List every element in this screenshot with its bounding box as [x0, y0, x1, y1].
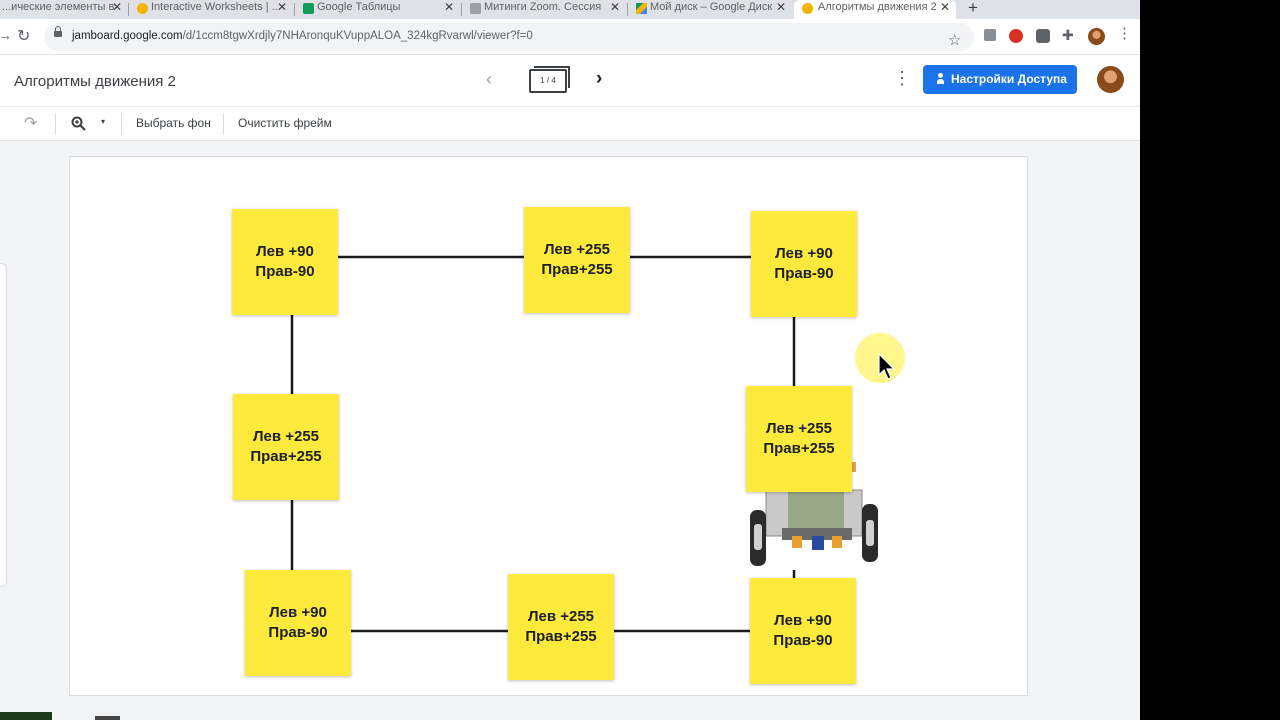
note-line: Лев +255 [543, 241, 611, 258]
puzzle-icon[interactable]: ✚ [1062, 27, 1074, 43]
redo-icon[interactable]: ↷ [24, 115, 38, 132]
close-icon[interactable]: ✕ [939, 0, 950, 14]
new-tab-icon[interactable]: + [968, 0, 978, 17]
jam-toolbar: ↷ ▾ Выбрать фон Очистить фрейм [0, 107, 1140, 141]
url-text: jamboard.google.com/d/1ccm8tgwXrdjly7NHA… [72, 30, 533, 42]
note-line: Прав+255 [250, 448, 322, 465]
sheets-icon [303, 3, 314, 14]
close-icon[interactable]: ✕ [609, 0, 620, 14]
note-line: Лев +90 [269, 604, 327, 621]
close-icon[interactable]: ✕ [775, 0, 786, 14]
jamboard-icon [802, 3, 813, 14]
taskbar-fragment [0, 712, 120, 720]
tab-strip: ...ические элементы в ✕ Interactive Work… [0, 0, 1140, 19]
note-line: Прав-90 [774, 265, 834, 282]
lock-icon [54, 26, 62, 37]
tab-label: Мой диск – Google Диск [650, 1, 773, 13]
clear-frame-button[interactable]: Очистить фрейм [238, 116, 332, 130]
sticky-note[interactable]: Лев +90 Прав-90 [751, 211, 857, 317]
share-button[interactable]: Настройки Доступа [923, 65, 1077, 94]
drive-icon [636, 3, 647, 14]
tab-active[interactable]: Алгоритмы движения 2 ✕ [794, 0, 956, 19]
forward-icon[interactable]: → [0, 27, 12, 43]
menu-icon[interactable]: ⋮ [1117, 25, 1132, 42]
note-line: Прав+255 [525, 628, 597, 645]
tab-label: Митинги Zoom. Сессия [484, 1, 602, 13]
tab-label: Interactive Worksheets | ... [151, 1, 281, 13]
note-line: Лев +255 [252, 428, 320, 445]
note-line: Лев +90 [256, 243, 314, 260]
close-icon[interactable]: ✕ [443, 0, 454, 14]
tab-5[interactable]: Мой диск – Google Диск ✕ [630, 0, 792, 19]
mouse-pointer-icon [878, 352, 896, 380]
zoom-icon[interactable] [71, 116, 87, 132]
note-line: Прав-90 [268, 624, 328, 641]
document-title[interactable]: Алгоритмы движения 2 [14, 73, 176, 90]
frame-bar-toggle[interactable]: 1 / 4 [529, 66, 570, 93]
sticky-note[interactable]: Лев +90 Прав-90 [245, 570, 351, 676]
screen-extension-icon[interactable] [1036, 29, 1050, 43]
address-bar[interactable]: jamboard.google.com/d/1ccm8tgwXrdjly7NHA… [44, 23, 974, 51]
sticky-note[interactable]: Лев +90 Прав-90 [750, 578, 856, 684]
tab-label: Google Таблицы [317, 1, 401, 13]
person-icon [937, 73, 944, 85]
chevron-left-icon[interactable]: ‹ [486, 69, 492, 89]
note-line: Лев +255 [527, 608, 595, 625]
jamboard-header: Алгоритмы движения 2 ‹ 1 / 4 › ⋮ Настрой… [0, 55, 1140, 107]
profile-avatar[interactable] [1088, 28, 1105, 45]
set-background-button[interactable]: Выбрать фон [136, 116, 211, 130]
tab-label: ...ические элементы в [2, 1, 115, 13]
sticky-note[interactable]: Лев +255 Прав+255 [524, 207, 630, 313]
block-extension-icon[interactable] [1009, 29, 1023, 43]
tab-2[interactable]: Interactive Worksheets | ... ✕ [131, 0, 293, 19]
tab-label: Алгоритмы движения 2 [818, 1, 937, 13]
reload-icon[interactable]: ↻ [17, 28, 31, 45]
note-line: Прав-90 [255, 263, 315, 280]
note-line: Прав+255 [541, 261, 613, 278]
share-label: Настройки Доступа [951, 72, 1067, 86]
lightbulb-icon [137, 3, 148, 14]
tab-3[interactable]: Google Таблицы ✕ [297, 0, 460, 19]
robot-car-image [750, 462, 878, 566]
user-avatar[interactable] [1097, 66, 1124, 93]
close-icon[interactable]: ✕ [111, 0, 122, 14]
note-line: Прав-90 [773, 632, 833, 649]
sticky-note[interactable]: Лев +255 Прав+255 [508, 574, 614, 680]
note-line: Лев +90 [775, 245, 833, 262]
more-options-icon[interactable]: ⋮ [893, 68, 911, 88]
chevron-right-icon[interactable]: › [596, 68, 603, 89]
note-line: Лев +90 [774, 612, 832, 629]
tab-4[interactable]: Митинги Zoom. Сессия ✕ [464, 0, 626, 19]
zoom-dropdown-icon[interactable]: ▾ [101, 117, 106, 126]
note-line: Лев +255 [765, 420, 833, 437]
note-line: Прав+255 [763, 440, 835, 457]
browser-window: ...ические элементы в ✕ Interactive Work… [0, 0, 1140, 720]
sticky-note[interactable]: Лев +90 Прав-90 [232, 209, 338, 315]
connector-lines [290, 255, 796, 633]
close-icon[interactable]: ✕ [276, 0, 287, 14]
bookmark-star-icon[interactable]: ☆ [948, 32, 962, 49]
zoom-icon [470, 3, 481, 14]
extension-icon[interactable] [984, 29, 996, 41]
sticky-note[interactable]: Лев +255 Прав+255 [233, 394, 339, 500]
browser-toolbar: → ↻ jamboard.google.com/d/1ccm8tgwXrdjly… [0, 19, 1140, 55]
tab-1[interactable]: ...ические элементы в ✕ [0, 0, 128, 19]
sticky-note[interactable]: Лев +255 Прав+255 [746, 386, 852, 492]
